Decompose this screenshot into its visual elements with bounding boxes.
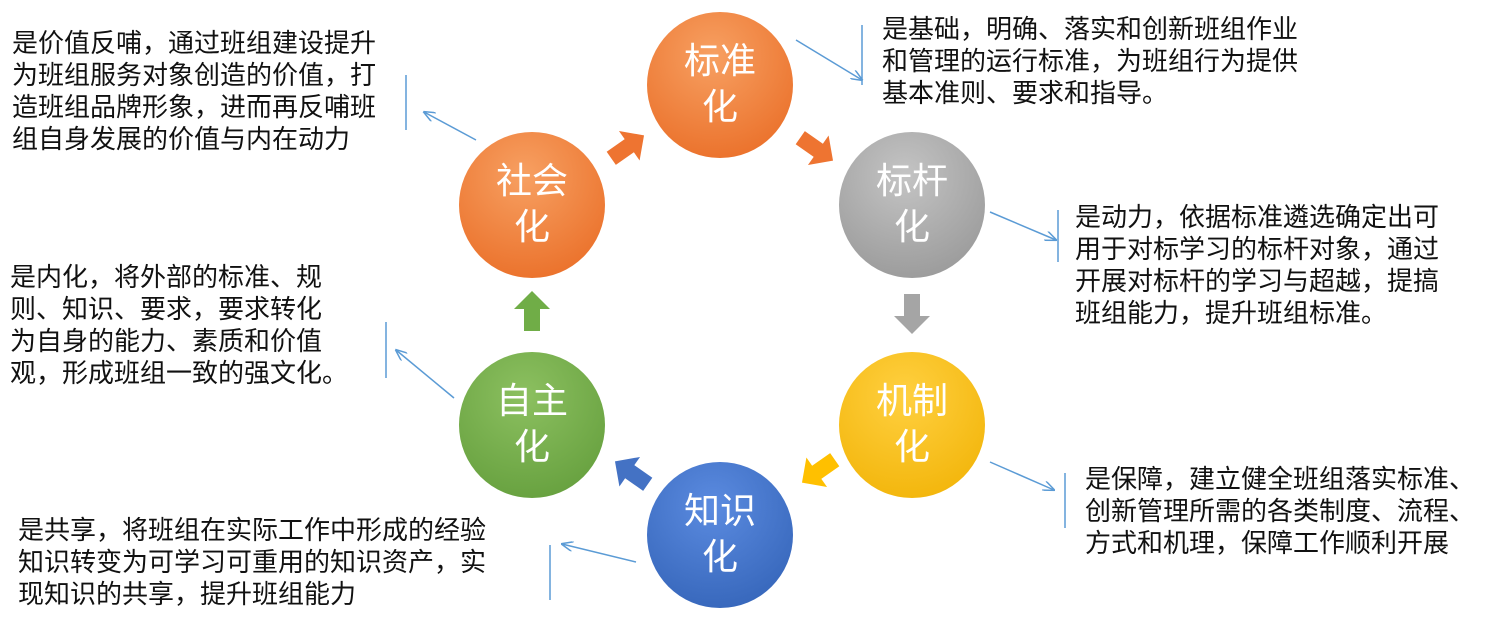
desc-knowledge: 是共享，将班组在实际工作中形成的经验 知识转变为可学习可重用的知识资产，实 现知… <box>18 515 486 611</box>
desc-mechanism: 是保障，建立健全班组落实标准、 创新管理所需的各类制度、流程、 方式和机理，保障… <box>1085 464 1475 560</box>
node-label: 化 <box>701 87 738 128</box>
desc-line: 造班组品牌形象，进而再反哺班 <box>12 93 377 123</box>
desc-line: 观，形成班组一致的强文化。 <box>10 359 349 389</box>
desc-line: 是共享，将班组在实际工作中形成的经验 <box>18 516 487 546</box>
callout-arrow <box>562 544 637 563</box>
node-autonomy: 自主化 <box>459 352 605 498</box>
desc-line: 和管理的运行标准，为班组行为提供 <box>882 47 1299 77</box>
node-benchmarking: 标杆化 <box>839 132 985 278</box>
desc-line: 用于对标学习的标杆对象，通过 <box>1075 235 1440 265</box>
flow-arrow-benchmark-to-mechanism <box>894 294 930 334</box>
node-mechanism: 机制化 <box>839 352 985 498</box>
desc-line: 组自身发展的价值与内在动力 <box>12 125 351 155</box>
flow-arrow-autonomy-to-social <box>514 291 550 331</box>
desc-line: 创新管理所需的各类制度、流程、 <box>1085 497 1476 527</box>
callout-arrow <box>795 39 862 80</box>
desc-line: 是保障，建立健全班组落实标准、 <box>1085 465 1476 495</box>
desc-line: 则、知识、要求，要求转化 <box>10 295 323 325</box>
desc-line: 开展对标杆的学习与超越，提搞 <box>1075 267 1440 297</box>
callout-arrow <box>989 461 1054 490</box>
node-label: 社会 <box>495 161 568 202</box>
node-socialization: 社会化 <box>459 132 605 278</box>
desc-line: 是动力，依据标准遴选确定出可 <box>1075 203 1440 233</box>
node-label: 机制 <box>875 381 948 422</box>
desc-line: 班组能力，提升班组标准。 <box>1075 299 1388 329</box>
node-label: 标杆 <box>875 161 948 202</box>
desc-line: 是价值反哺，通过班组建设提升 <box>12 29 377 59</box>
desc-standardization: 是基础，明确、落实和创新班组作业 和管理的运行标准，为班组行为提供 基本准则、要… <box>882 14 1298 110</box>
desc-socialization: 是价值反哺，通过班组建设提升 为班组服务对象创造的价值，打 造班组品牌形象，进而… <box>12 28 376 156</box>
flow-arrow-knowledge-to-autonomy <box>614 456 653 491</box>
node-label: 知识 <box>683 491 756 532</box>
desc-line: 为班组服务对象创造的价值，打 <box>12 61 377 91</box>
desc-line: 是内化，将外部的标准、规 <box>10 263 323 293</box>
node-label: 标准 <box>683 41 756 82</box>
node-label: 化 <box>893 427 930 468</box>
desc-line: 为自身的能力、素质和价值 <box>10 327 323 357</box>
flow-arrow-social-to-standard <box>606 130 645 165</box>
node-label: 化 <box>701 537 738 578</box>
desc-line: 现知识的共享，提升班组能力 <box>18 580 357 610</box>
callout-arrow <box>424 112 477 141</box>
node-label: 自主 <box>495 381 568 422</box>
node-label: 化 <box>513 207 550 248</box>
callout-arrow <box>396 350 455 399</box>
callout-arrow <box>989 211 1056 240</box>
desc-line: 知识转变为可学习可重用的知识资产，实 <box>18 548 487 578</box>
desc-autonomy: 是内化，将外部的标准、规 则、知识、要求，要求转化 为自身的能力、素质和价值 观… <box>10 262 348 390</box>
node-label: 化 <box>893 207 930 248</box>
desc-line: 方式和机理，保障工作顺利开展 <box>1085 529 1450 559</box>
desc-line: 是基础，明确、落实和创新班组作业 <box>882 15 1299 45</box>
flow-arrow-standard-to-benchmark <box>795 131 834 166</box>
node-standardization: 标准化 <box>647 12 793 158</box>
flow-arrow-mechanism-to-knowledge <box>801 453 840 488</box>
desc-benchmarking: 是动力，依据标准遴选确定出可 用于对标学习的标杆对象，通过 开展对标杆的学习与超… <box>1075 202 1439 330</box>
desc-line: 基本准则、要求和指导。 <box>882 79 1169 109</box>
node-label: 化 <box>513 427 550 468</box>
node-knowledge: 知识化 <box>647 462 793 608</box>
